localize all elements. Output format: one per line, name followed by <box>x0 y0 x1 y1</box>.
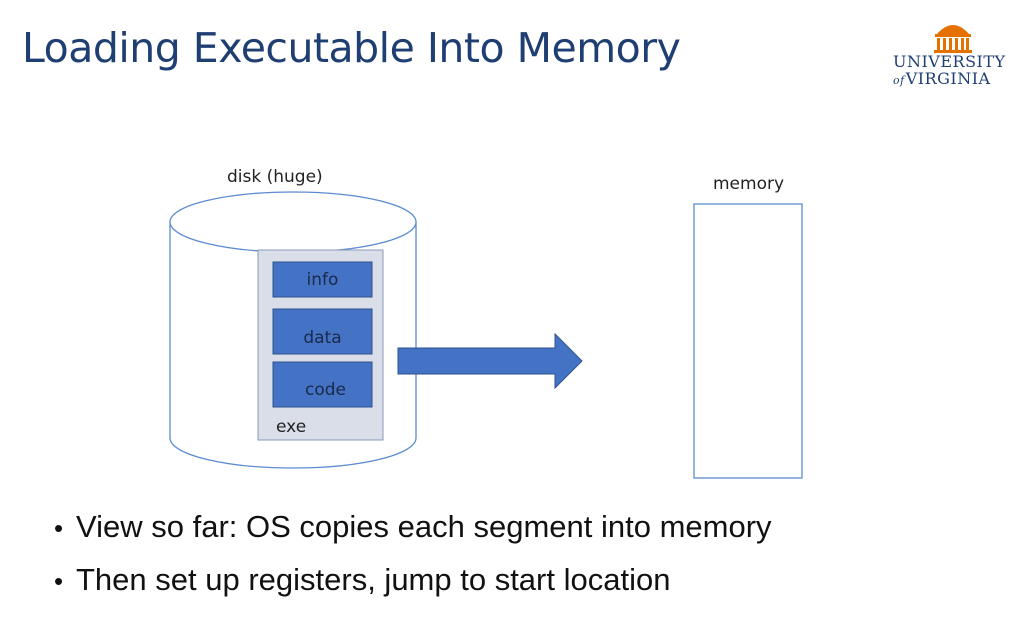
loading-diagram <box>169 191 803 479</box>
bullet-list: View so far: OS copies each segment into… <box>54 500 772 606</box>
memory-box <box>693 203 803 479</box>
bullet-item: Then set up registers, jump to start loc… <box>54 553 772 606</box>
logo-text-virginia: ofVIRGINIA <box>893 69 1013 88</box>
rotunda-icon <box>934 25 972 53</box>
memory-label: memory <box>713 174 785 194</box>
right-arrow-icon <box>397 332 583 390</box>
university-logo: UNIVERSITY ofVIRGINIA <box>893 18 1013 90</box>
segment-data-box <box>272 308 373 355</box>
disk-label: disk (huge) <box>227 167 323 187</box>
bullet-item: View so far: OS copies each segment into… <box>54 500 772 553</box>
segment-info-label: info <box>306 270 339 290</box>
segment-info-box <box>272 261 373 298</box>
logo-text-university: UNIVERSITY <box>893 52 1006 71</box>
logo-text-virginia-word: VIRGINIA <box>905 69 991 88</box>
segment-code-label: code <box>305 380 346 400</box>
exe-label: exe <box>276 417 307 437</box>
slide-title: Loading Executable Into Memory <box>22 24 681 72</box>
segment-data-label: data <box>303 328 342 348</box>
logo-text-of: of <box>893 74 905 87</box>
segment-code-box <box>272 361 373 408</box>
